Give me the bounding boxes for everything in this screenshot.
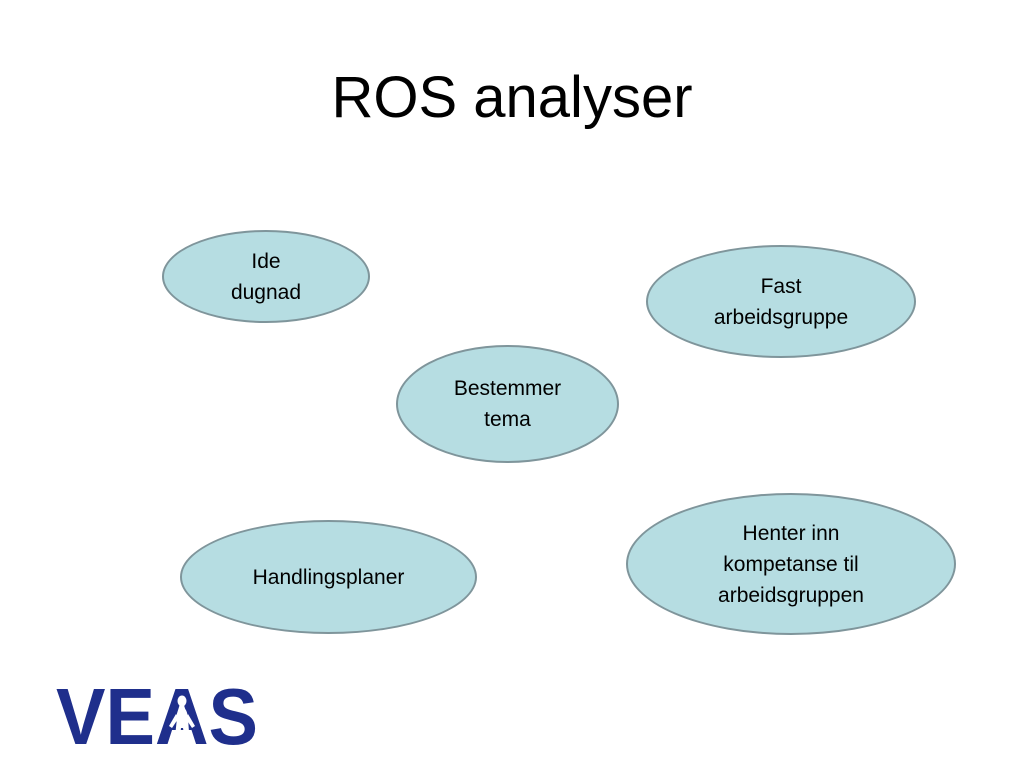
veas-logo: VEAS xyxy=(56,674,258,752)
node-bestemmer-tema: Bestemmer tema xyxy=(396,345,619,463)
node-ide-dugnad: Ide dugnad xyxy=(162,230,370,323)
node-label: Henter inn kompetanse til arbeidsgruppen xyxy=(718,521,864,607)
node-handlingsplaner: Handlingsplaner xyxy=(180,520,477,634)
node-fast-arbeidsgruppe: Fast arbeidsgruppe xyxy=(646,245,916,358)
slide-title: ROS analyser xyxy=(331,65,693,130)
node-label: Handlingsplaner xyxy=(252,565,405,589)
logo-figure xyxy=(169,695,195,746)
svg-text:VEAS: VEAS xyxy=(56,674,258,752)
node-label: Fast arbeidsgruppe xyxy=(713,274,849,329)
node-henter-inn-kompetanse: Henter inn kompetanse til arbeidsgruppen xyxy=(626,493,956,635)
node-label: Ide dugnad xyxy=(230,249,302,304)
node-label: Bestemmer tema xyxy=(453,377,562,431)
